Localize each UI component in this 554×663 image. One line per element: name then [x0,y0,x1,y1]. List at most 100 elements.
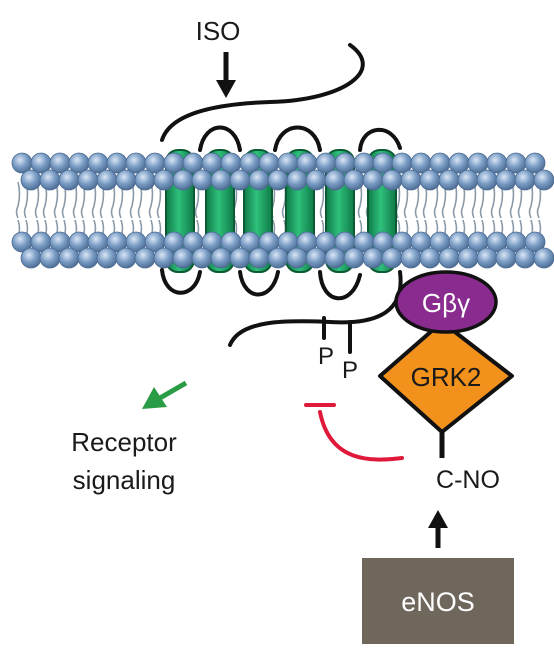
lipid-head [115,247,137,269]
lipid-head [457,247,479,269]
lipid-head [229,169,251,191]
signaling-label-line1: Receptor [71,427,177,457]
lipid-head [533,247,554,269]
lipid-head [248,169,270,191]
lipid-tail [490,181,496,219]
lipid-tail [91,181,97,219]
inhibition-arc-icon [304,403,404,462]
lipid-head [362,247,384,269]
lipid-head [381,169,403,191]
lipid-head [286,247,308,269]
lipid-head [305,169,327,191]
lipid-head [172,169,194,191]
lipid-head [191,169,213,191]
lipid-head [476,247,498,269]
cno-label: C-NO [436,466,500,494]
lipid-head [134,247,156,269]
lipid-head [457,169,479,191]
lipid-head [134,169,156,191]
g-beta-gamma: Gβγ [394,270,498,334]
phosphate-label-1: P [318,343,334,370]
n-terminus [160,43,365,142]
lipid-head [39,169,61,191]
lipid-tail [433,181,439,219]
lipid-head [267,247,289,269]
extracellular-loop-2 [273,125,322,152]
signaling-label-line2: signaling [73,465,176,495]
lipid-head [115,169,137,191]
enos-box: eNOS [362,558,514,644]
enos-label: eNOS [401,587,475,617]
gbg-label: Gβγ [422,288,470,318]
lipid-head [248,247,270,269]
lipid-head [39,247,61,269]
lipid-tail [319,181,325,219]
phosphate-label-2: P [342,357,358,384]
lipid-heads-outer-leaflet [11,152,554,191]
lipid-tail [471,181,477,219]
lipid-heads-inner-leaflet [11,231,554,269]
lipid-head [514,247,536,269]
green-arrow-icon [142,380,188,409]
lipid-head [324,247,346,269]
grk2-label: GRK2 [411,362,482,392]
lipid-tail [414,181,420,219]
lipid-head [533,169,554,191]
lipid-tail [110,181,116,219]
lipid-head [153,247,175,269]
receptor-loops [160,43,403,354]
lipid-head [400,169,422,191]
lipid-tail [15,181,21,219]
lipid-head [343,169,365,191]
lipid-tail [509,181,515,219]
lipid-head [96,247,118,269]
lipid-head [286,169,308,191]
intracellular-loop-3 [318,270,362,301]
lipid-head [20,169,42,191]
lipid-head [514,169,536,191]
lipid-head [172,247,194,269]
lipid-tail [357,181,363,219]
lipid-head [419,247,441,269]
lipid-head [210,169,232,191]
lipid-tail [148,181,154,219]
lipid-head [210,247,232,269]
lipid-tail [34,181,40,219]
lipid-head [229,247,251,269]
intracellular-loop-1 [160,268,202,295]
lipid-tail [53,181,59,219]
lipid-tail [452,181,458,219]
lipid-head [495,169,517,191]
lipid-head [191,247,213,269]
lipid-head [58,247,80,269]
lipid-head [267,169,289,191]
lipid-head [438,169,460,191]
lipid-head [343,247,365,269]
lipid-head [305,247,327,269]
lipid-head [419,169,441,191]
lipid-head [77,169,99,191]
lipid-head [495,247,517,269]
lipid-head [438,247,460,269]
up-arrow-icon [428,510,448,548]
lipid-head [153,169,175,191]
lipid-head [20,247,42,269]
lipid-head [77,247,99,269]
lipid-head [324,169,346,191]
lipid-head [524,152,546,174]
down-arrow-icon [216,52,236,98]
lipid-head [381,247,403,269]
lipid-tail [528,181,534,219]
lipid-head [96,169,118,191]
lipid-head [400,247,422,269]
lipid-tail [72,181,78,219]
intracellular-loop-2 [238,270,280,297]
lipid-head [362,169,384,191]
grk2-kinase: GRK2 [378,320,514,434]
lipid-head [476,169,498,191]
c-terminus [228,270,403,347]
extracellular-loop-1 [198,125,242,152]
lipid-tail [129,181,135,219]
